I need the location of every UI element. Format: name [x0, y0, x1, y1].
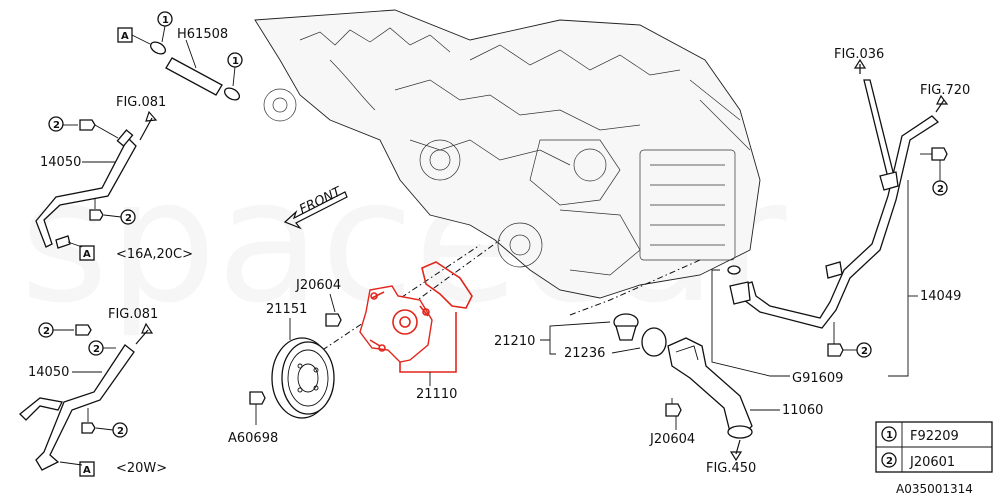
- svg-text:A: A: [83, 465, 91, 476]
- svg-text:A: A: [121, 31, 129, 42]
- bolt-icon: [249, 391, 266, 405]
- fig-720: FIG.720: [920, 83, 970, 98]
- hose-clamp-second: [223, 87, 241, 101]
- top-left-hose-group: A 1 H61508 1: [117, 11, 243, 101]
- right-pipe-group: FIG.036 FIG.720 2 2 14049 G91609: [711, 47, 970, 386]
- variant-top: <16A,20C>: [116, 247, 193, 262]
- bolt-icon: [79, 119, 96, 131]
- water-pump-group: 21151 A60698 J20604 21110: [228, 239, 501, 446]
- label-21236: 21236: [564, 346, 605, 361]
- label-21110: 21110: [416, 387, 457, 402]
- outlet-pipe-11060: [667, 337, 753, 433]
- label-j20604-pump: J20604: [295, 278, 341, 293]
- bolt-icon: [827, 343, 844, 357]
- engine-block: [254, 9, 761, 299]
- label-h61508: H61508: [177, 27, 228, 42]
- label-14050-top: 14050: [40, 155, 81, 170]
- outlet-pipe-group: 11060 J20604 FIG.450: [649, 337, 823, 476]
- svg-text:2: 2: [53, 120, 60, 131]
- svg-text:2: 2: [937, 184, 944, 195]
- label-21210: 21210: [494, 334, 535, 349]
- svg-text:1: 1: [232, 56, 239, 67]
- label-j20604-pipe: J20604: [649, 432, 695, 447]
- legend-code-2: J20601: [909, 455, 955, 470]
- legend-key-1-icon: [881, 426, 897, 442]
- thermostat-group: 21210 21236: [494, 259, 701, 361]
- label-21151: 21151: [266, 302, 307, 317]
- bolt-icon: [325, 313, 342, 327]
- svg-text:1: 1: [162, 15, 169, 26]
- bolt-icon: [665, 403, 682, 417]
- pump-gasket: [421, 261, 473, 309]
- fig-081-top: FIG.081: [116, 95, 166, 110]
- label-11060: 11060: [782, 403, 823, 418]
- legend-box: 1 F92209 2 J20601: [875, 421, 993, 473]
- svg-text:2: 2: [117, 426, 124, 437]
- fig-036: FIG.036: [834, 47, 884, 62]
- svg-text:2: 2: [43, 326, 50, 337]
- bolt-icon: [931, 147, 948, 161]
- bolt-icon: [75, 324, 92, 336]
- callout-a-left-bottom: [79, 461, 95, 477]
- fig-450: FIG.450: [706, 461, 756, 476]
- dipstick-tube: [863, 79, 897, 187]
- left-pipe-top-group: FIG.081 2 2 14050 A <16A,20C>: [35, 95, 193, 262]
- legend-code-1: F92209: [910, 429, 959, 444]
- pipe-14050-bottom: [35, 344, 135, 471]
- legend-key-2: 2: [886, 456, 893, 467]
- callout-2-left-top: [48, 116, 64, 132]
- callout-a-left-top: [79, 245, 95, 261]
- left-pipe-bottom-group: FIG.081 2 2 2 14050 A <20W>: [19, 307, 167, 477]
- water-pump-21110: [359, 285, 433, 363]
- coolant-hose: [165, 57, 223, 96]
- hose-clamp: [149, 41, 167, 55]
- svg-text:A: A: [83, 249, 91, 260]
- pipe-14050-top: [35, 136, 137, 248]
- o-ring-21236: [641, 327, 667, 357]
- label-14050-bottom: 14050: [28, 365, 69, 380]
- fig-081-bottom: FIG.081: [108, 307, 158, 322]
- bolt-icon: [89, 209, 104, 221]
- label-14049: 14049: [920, 289, 961, 304]
- legend-key-1: 1: [886, 430, 893, 441]
- svg-text:2: 2: [861, 346, 868, 357]
- bolt-icon: [81, 422, 96, 434]
- o-ring-g91609: [727, 265, 741, 275]
- label-a60698: A60698: [228, 431, 278, 446]
- diagram-id: A035001314: [896, 482, 973, 496]
- legend-key-2-icon: [881, 452, 897, 468]
- variant-bottom: <20W>: [116, 461, 167, 476]
- label-g91609: G91609: [792, 371, 843, 386]
- svg-text:2: 2: [93, 344, 100, 355]
- svg-text:2: 2: [125, 213, 132, 224]
